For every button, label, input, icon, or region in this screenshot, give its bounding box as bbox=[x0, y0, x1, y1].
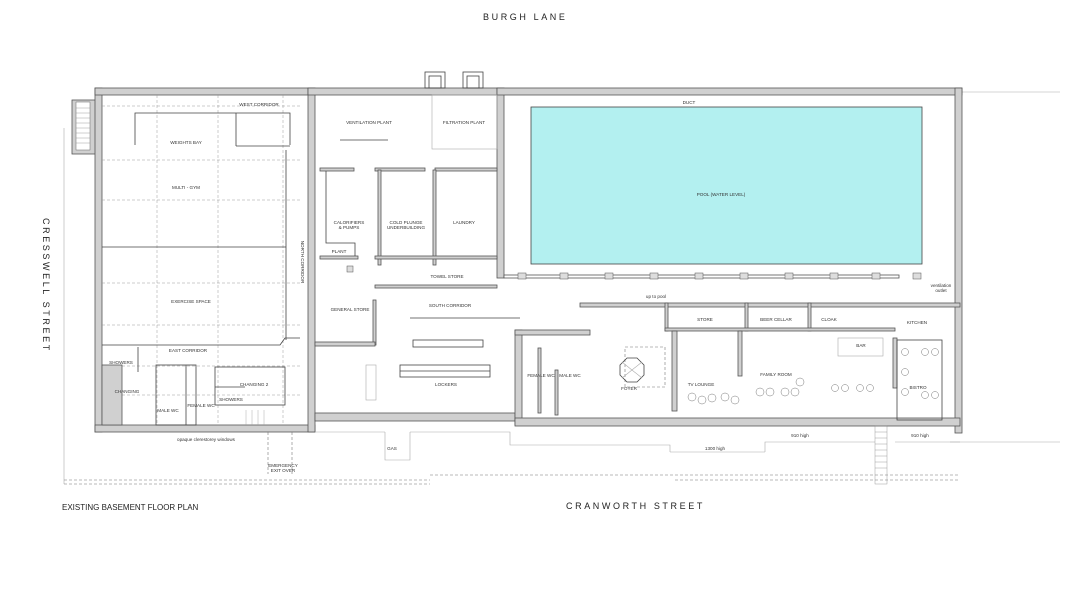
note-exit-over: EXIT OVER bbox=[271, 468, 296, 473]
label-multi-gym: MULTI - GYM bbox=[172, 185, 200, 190]
bar-wing bbox=[514, 302, 961, 421]
west-stair bbox=[71, 99, 97, 155]
label-calorifiers-pumps: & PUMPS bbox=[339, 225, 360, 230]
label-south-corridor: SOUTH CORRIDOR bbox=[429, 303, 472, 308]
label-cold-plunge: COLD PLUNGE bbox=[390, 220, 423, 225]
street-label-north: BURGH LANE bbox=[483, 12, 568, 22]
note-clerestorey: opaque clerestorey windows bbox=[177, 437, 236, 442]
label-beer-cellar: BEER CELLAR bbox=[760, 317, 792, 322]
label-cold-plunge-underbuilding: UNDERBUILDING bbox=[387, 225, 425, 230]
label-pool: POOL (WATER LEVEL) bbox=[697, 192, 746, 197]
gym-area bbox=[101, 95, 300, 426]
label-gas: GAS bbox=[387, 446, 397, 451]
north-vents bbox=[424, 71, 484, 89]
label-kitchen: KITCHEN bbox=[907, 320, 927, 325]
label-male-wc-1: MALE WC bbox=[157, 408, 179, 413]
label-ventilation-plant: VENTILATION PLANT bbox=[346, 120, 392, 125]
plant-area bbox=[314, 94, 520, 401]
label-duct: DUCT bbox=[683, 100, 696, 105]
label-showers-1: SHOWERS bbox=[109, 360, 133, 365]
label-calorifiers: CALORIFIERS bbox=[334, 220, 365, 225]
street-label-south: CRANWORTH STREET bbox=[566, 501, 705, 511]
label-showers-2: SHOWERS bbox=[219, 397, 243, 402]
label-north-corridor: NORTH CORRIDOR bbox=[300, 241, 305, 284]
label-up-to-pool: up to pool bbox=[646, 294, 666, 299]
site-boundary bbox=[63, 91, 1060, 485]
label-west-corridor: WEST CORRIDOR bbox=[239, 102, 279, 107]
note-910-high-b: 910 high bbox=[911, 433, 929, 438]
label-changing: CHANGING bbox=[115, 389, 140, 394]
label-towel-store: TOWEL STORE bbox=[430, 274, 463, 279]
label-family-room: FAMILY ROOM bbox=[760, 372, 792, 377]
label-east-corridor: EAST CORRIDOR bbox=[169, 348, 208, 353]
label-bar: BAR bbox=[856, 343, 866, 348]
label-female-wc-2: FEMALE WC bbox=[527, 373, 555, 378]
room-labels: WEST CORRIDOR WEIGHTS BAY MULTI - GYM NO… bbox=[109, 100, 952, 451]
label-cloak: CLOAK bbox=[821, 317, 838, 322]
label-general-store: GENERAL STORE bbox=[331, 307, 370, 312]
street-label-west: CRESSWELL STREET bbox=[41, 218, 51, 353]
label-plant: PLANT bbox=[332, 249, 347, 254]
note-910-high-a: 910 high bbox=[791, 433, 809, 438]
label-tv-lounge: TV LOUNGE bbox=[688, 382, 715, 387]
label-filtration-plant: FILTRATION PLANT bbox=[443, 120, 485, 125]
label-store: STORE bbox=[697, 317, 713, 322]
label-bistro: BISTRO bbox=[909, 385, 927, 390]
label-ventilation-outlet-2: outlet bbox=[935, 288, 947, 293]
pool bbox=[517, 106, 923, 280]
label-male-wc-2: MALE WC bbox=[559, 373, 581, 378]
label-weights-bay: WEIGHTS BAY bbox=[170, 140, 202, 145]
outer-walls bbox=[94, 87, 963, 434]
label-female-wc-1: FEMALE WC bbox=[187, 403, 215, 408]
south-external bbox=[267, 425, 960, 485]
label-exercise-space: EXERCISE SPACE bbox=[171, 299, 211, 304]
label-laundry: LAUNDRY bbox=[453, 220, 475, 225]
label-changing-2: CHANGING 2 bbox=[240, 382, 269, 387]
label-ventilation-outlet: ventilation bbox=[931, 283, 952, 288]
note-emergency: EMERGENCY bbox=[268, 463, 298, 468]
label-foyer: FOYER bbox=[621, 386, 638, 391]
label-lockers: LOCKERS bbox=[435, 382, 457, 387]
note-1300-high: 1300 high bbox=[705, 446, 726, 451]
drawing-title: EXISTING BASEMENT FLOOR PLAN bbox=[62, 503, 199, 512]
annotations: opaque clerestorey windows EMERGENCY EXI… bbox=[177, 433, 929, 473]
